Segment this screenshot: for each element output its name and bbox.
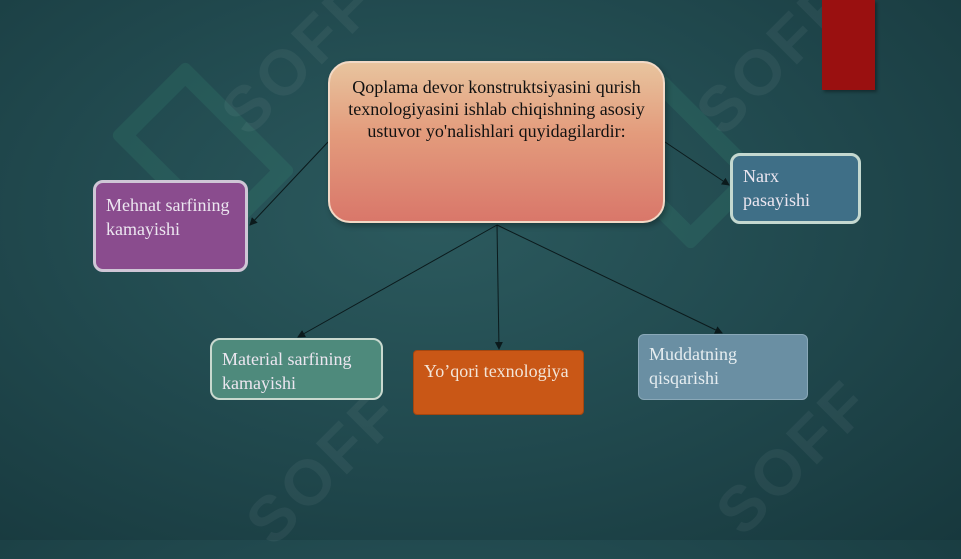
node-mehnat-sarfining-kamayishi: Mehnat sarfining kamayishi [93, 180, 248, 272]
node-yoqori-texnologiya: Yo’qori texnologiya [413, 350, 584, 415]
arrow-to-narx [664, 141, 730, 186]
red-accent-tab [822, 0, 875, 90]
arrow-to-mehnat [249, 141, 329, 226]
node-muddatning-qisqarishi: Muddatning qisqarishi [638, 334, 808, 400]
node-material-sarfining-kamayishi: Material sarfining kamayishi [210, 338, 383, 400]
central-topic-box: Qoplama devor konstruktsiyasini qurish t… [328, 61, 665, 223]
arrow-to-muddat [496, 224, 723, 334]
arrow-to-material [297, 224, 498, 338]
node-narx-pasayishi: Narx pasayishi [730, 153, 861, 224]
arrow-to-yoqori [494, 224, 503, 350]
connector-arrows [249, 141, 730, 350]
